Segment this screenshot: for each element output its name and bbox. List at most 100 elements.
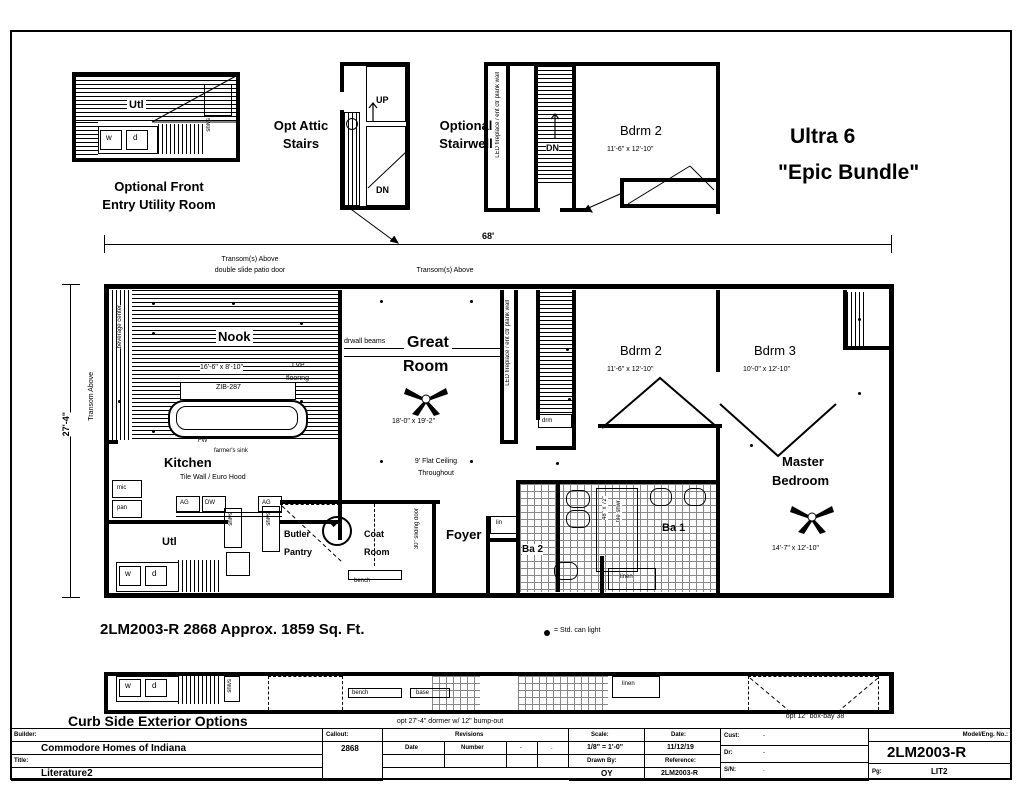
scale-label: Scale: — [591, 732, 609, 738]
utility-room-label-inset: Utl — [127, 99, 146, 112]
dryer-label: d — [133, 133, 138, 142]
foyer-label: Foyer — [446, 527, 482, 542]
inset-fireplace-label: LED fireplace / ent ctr plank wall — [495, 72, 501, 158]
kitchen-label: Kitchen — [164, 455, 212, 470]
beverage-center-label: beverage center — [117, 305, 123, 349]
attic-dn-label: DN — [376, 185, 389, 195]
plan-subtitle: "Epic Bundle" — [778, 161, 920, 184]
nook-label: Nook — [216, 329, 253, 345]
can-light-legend-label: = Std. can light — [554, 627, 601, 634]
great-room-label-1: Great — [404, 334, 452, 353]
dr-label: Dr: — [724, 750, 733, 756]
ceiling-note-1: 9' Flat Ceiling — [414, 458, 458, 465]
butler-label: Butler — [284, 529, 311, 539]
model-label: Model/Eng. No.: — [962, 732, 1008, 738]
revisions-col4-header: . — [551, 745, 553, 751]
led-fireplace-label: LED fireplace / ent ctr plank wall — [505, 300, 511, 386]
curb-side-caption: Curb Side Exterior Options — [68, 713, 248, 729]
revisions-col3-header: - — [520, 745, 522, 751]
date-label: Date: — [671, 732, 687, 738]
reference-label: Reference: — [665, 758, 697, 764]
can-light-symbol-foyer: ◆ — [331, 521, 337, 528]
bdrm3-label: Bdrm 3 — [754, 343, 796, 358]
builder-value: Commodore Homes of Indiana — [41, 743, 187, 754]
callout-value: 2868 — [341, 744, 359, 753]
inset-bdrm2-dim: 11'-6" x 12'-10" — [607, 146, 654, 153]
ag-label-2: AG — [262, 500, 271, 506]
bench-label-elev: bench — [352, 690, 369, 696]
boxbay-note: opt 12" box-bay 38 — [785, 713, 845, 720]
ceiling-fan-master — [788, 500, 836, 534]
transom-note-1: Transom(s) Above — [221, 256, 279, 263]
ceiling-note-2: Throughout — [418, 470, 454, 477]
dw-label: DW — [205, 500, 215, 506]
front-utility-caption-1: Optional Front — [114, 179, 204, 194]
bath2-label: Ba 2 — [522, 544, 544, 555]
pantry-label-small: pan — [117, 505, 128, 511]
plan-caption: 2LM2003-R 2868 Approx. 1859 Sq. Ft. — [100, 621, 365, 638]
ag-label-1: AG — [180, 500, 189, 506]
nook-dim: 16'-6" x 8'-10" — [200, 364, 244, 372]
coat-room-label: Room — [364, 547, 390, 557]
zib-label: ZIB-287 — [216, 384, 241, 391]
drawn-by-value: OY — [601, 769, 613, 778]
bath1-label: Ba 1 — [662, 522, 686, 534]
date-value: 11/12/19 — [667, 744, 694, 751]
pg-label: Pg: — [872, 769, 882, 775]
dr-value: - — [763, 750, 765, 756]
builder-label: Builder: — [14, 732, 37, 738]
front-utility-caption-2: Entry Utility Room — [102, 197, 216, 212]
callout-label: Callout: — [326, 732, 349, 738]
bdrm2-label: Bdrm 2 — [620, 343, 662, 358]
stairwell-caption-1: Optional — [439, 118, 493, 133]
tile-shower-label-1: 48" x 72" — [602, 496, 608, 520]
drawn-by-label: Drawn By: — [587, 758, 617, 764]
bdrm3-dim: 10'-0" x 12'-10" — [743, 366, 790, 373]
tile-wall-label: Tile Wall / Euro Hood — [180, 474, 246, 481]
pantry-label: Pantry — [284, 547, 313, 557]
master-bedroom-label-2: Bedroom — [772, 473, 830, 488]
title-label: Title: — [14, 758, 29, 764]
attic-up-label: UP — [376, 95, 389, 105]
dryer-label-elev: d — [152, 681, 157, 690]
drywall-beams-label: drwall beams — [344, 338, 386, 345]
lvp-label-1: LVP — [292, 362, 305, 369]
utility-label-main: Utl — [162, 536, 177, 548]
plan-title: Ultra 6 — [790, 125, 856, 148]
inset-bdrm2-name: Bdrm 2 — [620, 123, 662, 138]
sliding-door-label: 30" sliding door — [414, 508, 420, 550]
revisions-date-header: Date — [405, 745, 419, 751]
revisions-number-header: Number — [461, 745, 484, 751]
base-label-elev: base — [416, 690, 430, 696]
transom-above-left: Transom Above — [88, 372, 95, 421]
stairwell-dn-label: DN — [546, 143, 559, 154]
drm-label: drm — [542, 418, 553, 424]
linen-closet-label: lin — [496, 520, 503, 526]
pg-value: LIT2 — [931, 767, 948, 776]
microwave-label: mic — [117, 485, 127, 491]
farmers-sink-label: farmer's sink — [214, 448, 248, 454]
title-block: Builder: Commodore Homes of Indiana Titl… — [10, 728, 1012, 781]
sn-value: . — [763, 767, 765, 773]
washer-label: w — [106, 133, 112, 142]
shelves-label-pantry: shlvs — [266, 512, 272, 526]
shelves-label-utility: shlvs — [228, 512, 234, 526]
bench-label: bench — [354, 578, 371, 584]
linen-label-1: linen — [620, 574, 633, 580]
fw-label: FW — [198, 438, 208, 444]
transom-note-2: double slide patio door — [214, 267, 286, 274]
linen-label-elev: linen — [622, 681, 635, 687]
revisions-label: Revisions — [455, 732, 484, 738]
depth-dimension-label: 27'-4" — [61, 412, 72, 437]
cust-label: Cust: — [724, 733, 740, 739]
attic-stairs-caption-1: Opt Attic — [273, 118, 329, 133]
great-room-dim: 18'-0" x 19'-2" — [392, 418, 436, 425]
width-dimension-label: 68' — [478, 231, 499, 242]
stairwell-caption-2: Stairwell — [439, 136, 493, 151]
lvp-label-2: flooring — [286, 375, 309, 382]
dryer-label-main: d — [152, 569, 157, 578]
cust-value: - — [763, 733, 765, 739]
attic-stairs-caption-2: Stairs — [282, 136, 320, 151]
master-bedroom-label-1: Master — [782, 454, 824, 469]
